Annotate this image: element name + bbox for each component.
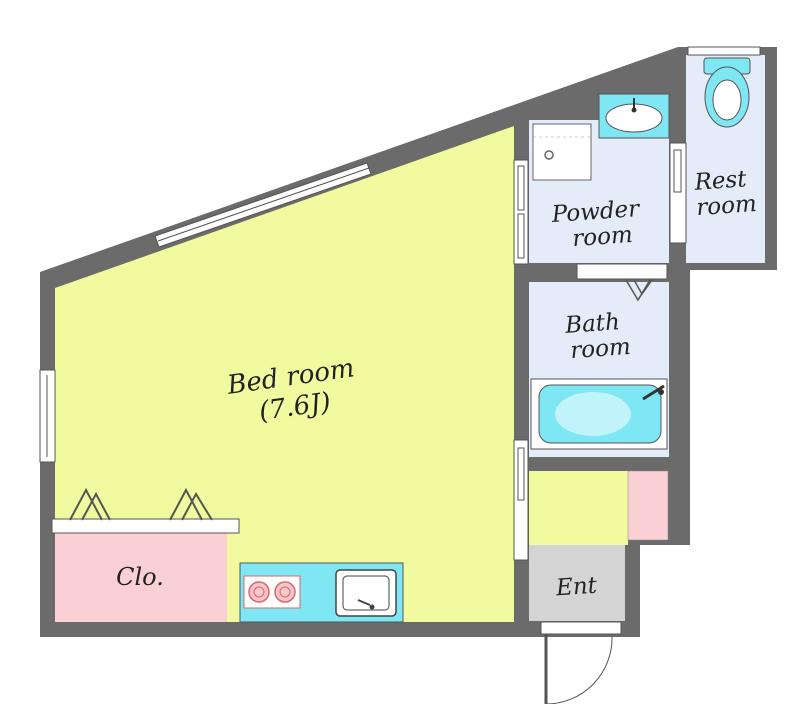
closet-door-icon [69, 487, 213, 521]
door-powder-room [513, 159, 529, 265]
door-icon [540, 621, 622, 704]
rest-room-label-2: room [695, 191, 757, 221]
entrance-floor [529, 545, 625, 621]
window-left [39, 369, 56, 463]
bath-room-label-2: room [569, 334, 631, 364]
washbasin-icon [598, 93, 670, 139]
bath-door-swing [625, 279, 653, 302]
rest-room-label-1: Rest [693, 166, 748, 196]
shoe-storage [627, 470, 669, 541]
powder-room-label-1: Powder [550, 196, 642, 228]
bedroom-floor [55, 126, 514, 622]
entrance-label: Ent [554, 573, 598, 602]
closet-rail [51, 518, 240, 534]
window-rest-room [687, 46, 761, 56]
stove-icon [243, 575, 301, 609]
closet-floor [55, 533, 227, 622]
door-rest-room [669, 142, 687, 244]
kitchen-sink-icon [335, 569, 397, 617]
toilet-icon [703, 57, 751, 128]
door-bath-room [576, 263, 668, 280]
bathtub-icon [530, 378, 668, 450]
window-icon [154, 162, 372, 248]
closet-label: Clo. [116, 563, 164, 591]
hall-floor [529, 471, 628, 545]
powder-room-label-2: room [571, 222, 633, 252]
washing-machine-icon [532, 123, 592, 181]
bath-room-label-1: Bath [563, 309, 620, 339]
